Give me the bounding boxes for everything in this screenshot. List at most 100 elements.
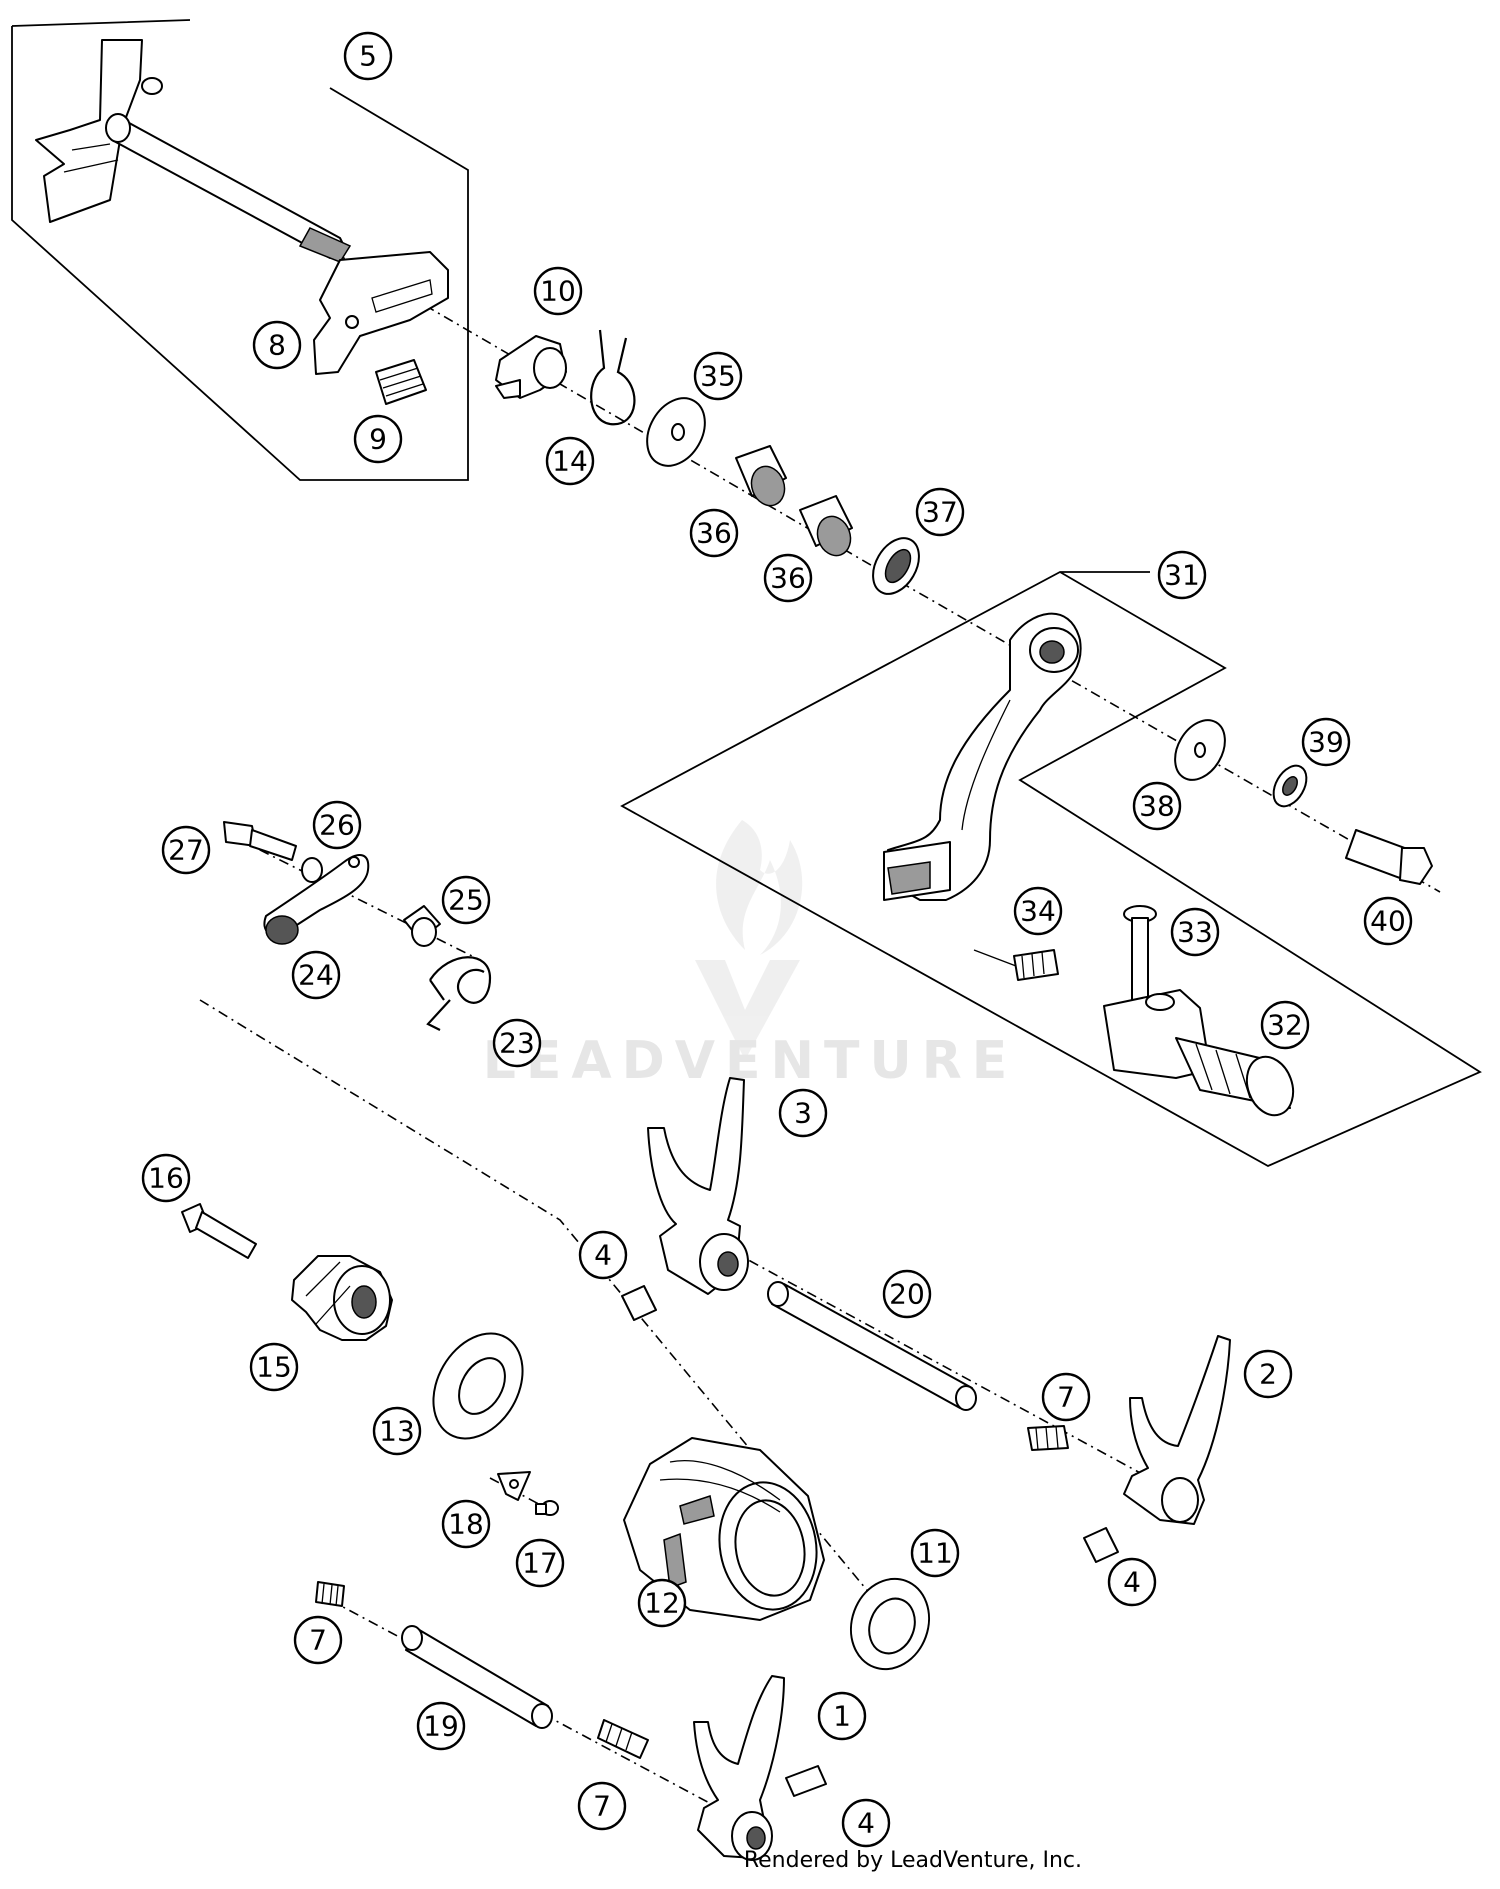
callout-7a-label: 7 <box>1057 1381 1075 1414</box>
part-15-shift-drum-star <box>291 1255 393 1341</box>
callout-24-label: 24 <box>298 959 334 992</box>
part-20-fork-shaft <box>767 1281 977 1411</box>
callout-9: 9 <box>353 414 403 464</box>
part-23-return-spring <box>426 956 492 1031</box>
callout-16: 16 <box>141 1153 191 1203</box>
callout-23-label: 23 <box>499 1027 535 1060</box>
part-16-bolt <box>181 1203 257 1259</box>
part-35-washer <box>646 397 706 467</box>
callout-36a-label: 36 <box>696 517 732 550</box>
part-24-lever <box>263 854 370 945</box>
callout-38: 38 <box>1132 781 1182 831</box>
callout-19-label: 19 <box>423 1710 459 1743</box>
part-1-shift-fork <box>693 1675 785 1861</box>
callout-36a: 36 <box>689 508 739 558</box>
part-26-washer <box>301 857 323 883</box>
part-27-bolt <box>223 821 297 861</box>
part-5-shift-shaft <box>35 39 352 263</box>
callout-15: 15 <box>249 1342 299 1392</box>
callout-7c-label: 7 <box>593 1790 611 1823</box>
render-credit: Rendered by LeadVenture, Inc. <box>743 1848 1082 1873</box>
part-38-washer <box>1174 719 1226 781</box>
callout-40: 40 <box>1363 896 1413 946</box>
part-36-needle-bearing-b <box>799 495 853 557</box>
callout-11: 11 <box>910 1528 960 1578</box>
part-37-seal-ring <box>872 537 920 595</box>
callout-34-label: 34 <box>1020 895 1056 928</box>
callout-38-label: 38 <box>1139 790 1175 823</box>
callout-9-label: 9 <box>369 423 387 456</box>
callout-27-label: 27 <box>168 834 204 867</box>
callout-20: 20 <box>882 1269 932 1319</box>
callout-4a-label: 4 <box>594 1239 612 1272</box>
callout-18-label: 18 <box>448 1508 484 1541</box>
part-19-fork-shaft <box>401 1625 553 1729</box>
part-14-spring-clip <box>590 329 636 426</box>
part-31-shift-lever <box>883 612 1082 901</box>
callout-25-label: 25 <box>448 884 484 917</box>
callout-5-label: 5 <box>359 40 377 73</box>
callout-39-label: 39 <box>1308 726 1344 759</box>
callout-17-label: 17 <box>522 1547 558 1580</box>
part-13-bearing <box>432 1332 524 1440</box>
part-17-screw <box>535 1500 559 1516</box>
callout-13: 13 <box>372 1406 422 1456</box>
callout-20-label: 20 <box>889 1278 925 1311</box>
part-39-lock-washer <box>1272 764 1308 808</box>
callout-1-label: 1 <box>833 1700 851 1733</box>
part-4-roller-a <box>621 1285 657 1321</box>
callout-13-label: 13 <box>379 1415 415 1448</box>
callout-14-label: 14 <box>552 445 588 478</box>
callout-40-label: 40 <box>1370 905 1406 938</box>
callout-31-label: 31 <box>1164 559 1200 592</box>
callout-10: 10 <box>533 266 583 316</box>
part-40-bolt <box>1345 829 1433 885</box>
callout-15-label: 15 <box>256 1351 292 1384</box>
callout-37-label: 37 <box>922 496 958 529</box>
callout-35-label: 35 <box>700 360 736 393</box>
callout-7b-label: 7 <box>309 1624 327 1657</box>
callout-37: 37 <box>915 487 965 537</box>
callout-12-label: 12 <box>644 1587 680 1620</box>
callout-11-label: 11 <box>917 1537 953 1570</box>
part-10-bushing <box>495 335 567 399</box>
callout-25: 25 <box>441 875 491 925</box>
part-4-roller-b <box>1083 1527 1119 1563</box>
part-7-spring-c <box>597 1719 649 1759</box>
callout-8: 8 <box>252 320 302 370</box>
callout-5: 5 <box>343 31 393 81</box>
callout-27: 27 <box>161 825 211 875</box>
part-11-bearing <box>849 1577 931 1671</box>
callout-12: 12 <box>637 1578 687 1628</box>
callout-16-label: 16 <box>148 1162 184 1195</box>
callout-31: 31 <box>1157 550 1207 600</box>
axis-fork-shaft-20 <box>729 1249 1191 1501</box>
callout-24: 24 <box>291 950 341 1000</box>
callout-7c: 7 <box>577 1781 627 1831</box>
callout-32: 32 <box>1260 1000 1310 1050</box>
callout-7a: 7 <box>1041 1372 1091 1422</box>
callout-26-label: 26 <box>319 809 355 842</box>
callout-35: 35 <box>693 351 743 401</box>
callout-17: 17 <box>515 1538 565 1588</box>
callout-18: 18 <box>441 1499 491 1549</box>
part-8-locking-plate <box>313 251 449 375</box>
part-2-shift-fork <box>1123 1335 1231 1525</box>
part-32-shift-peg <box>1103 989 1295 1117</box>
callout-34: 34 <box>1013 886 1063 936</box>
callout-32-label: 32 <box>1267 1009 1303 1042</box>
part-18-lock-plate <box>497 1471 531 1501</box>
part-7-spring-b <box>315 1581 345 1607</box>
part-4-roller-c <box>785 1765 827 1797</box>
part-34-spring <box>973 949 1059 981</box>
axis-lever <box>239 839 481 961</box>
callout-33: 33 <box>1170 907 1220 957</box>
callout-4c-label: 4 <box>857 1807 875 1840</box>
part-3-shift-fork <box>647 1077 749 1295</box>
callout-36b: 36 <box>763 553 813 603</box>
group-31-outline <box>620 570 1482 1168</box>
callout-1: 1 <box>817 1691 867 1741</box>
callout-7b: 7 <box>293 1615 343 1665</box>
callout-3: 3 <box>778 1088 828 1138</box>
